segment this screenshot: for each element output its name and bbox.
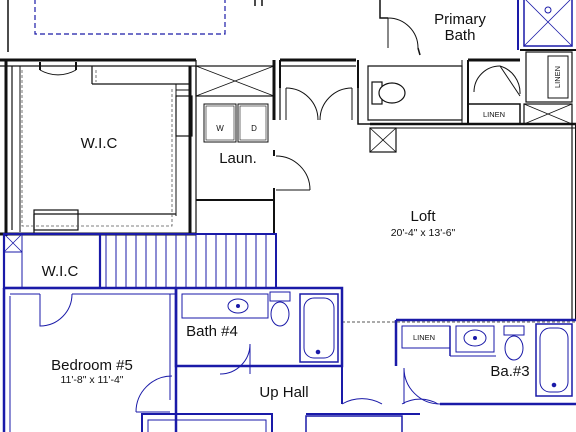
loft-label: Loft	[410, 208, 436, 225]
bedroom-5-dimensions: 11'-8" x 11'-4"	[60, 374, 123, 386]
up-hall	[305, 366, 439, 432]
washer-label: W	[216, 124, 224, 133]
dryer-label: D	[251, 124, 257, 133]
laundry-label: Laun.	[219, 150, 257, 167]
primary-bath-label-line2: Bath	[445, 27, 476, 44]
loft-railing	[342, 124, 576, 323]
loft-dimensions: 20'-4" x 13'-6"	[391, 227, 456, 239]
up-hall-label: Up Hall	[259, 384, 308, 401]
linen-label-primary-hall: LINEN	[483, 110, 505, 119]
top-bedroom-fragment	[7, 0, 263, 52]
bath-3-label: Ba.#3	[490, 363, 529, 380]
bath3-sink-icon	[455, 325, 495, 353]
wic-small-label: W.I.C	[42, 263, 79, 280]
primary-bath-label-line1: Primary	[434, 11, 486, 28]
bedroom-5-label: Bedroom #5	[51, 357, 133, 374]
linen-label-bath3: LINEN	[413, 333, 435, 342]
bath-4-label: Bath #4	[186, 323, 238, 340]
linen-label-primary-closet: LINEN	[553, 66, 562, 88]
upper-wall	[0, 58, 520, 67]
bath-3	[394, 318, 576, 406]
laundry	[195, 60, 311, 234]
primary-bath	[379, 0, 573, 56]
dryer-icon	[237, 103, 269, 143]
bath3-toilet-icon	[503, 325, 525, 361]
wic-dashed-shelf	[21, 70, 173, 227]
loft-walls	[369, 122, 576, 153]
bath4-toilet-icon	[269, 291, 291, 327]
bath4-sink-icon	[227, 298, 249, 314]
bedroom-5	[2, 286, 273, 432]
washer-icon	[203, 103, 237, 143]
toilet-icon	[371, 81, 406, 105]
primary-linen-area	[468, 49, 576, 125]
bath-4	[174, 286, 344, 375]
wic-large-label: W.I.C	[81, 135, 118, 152]
